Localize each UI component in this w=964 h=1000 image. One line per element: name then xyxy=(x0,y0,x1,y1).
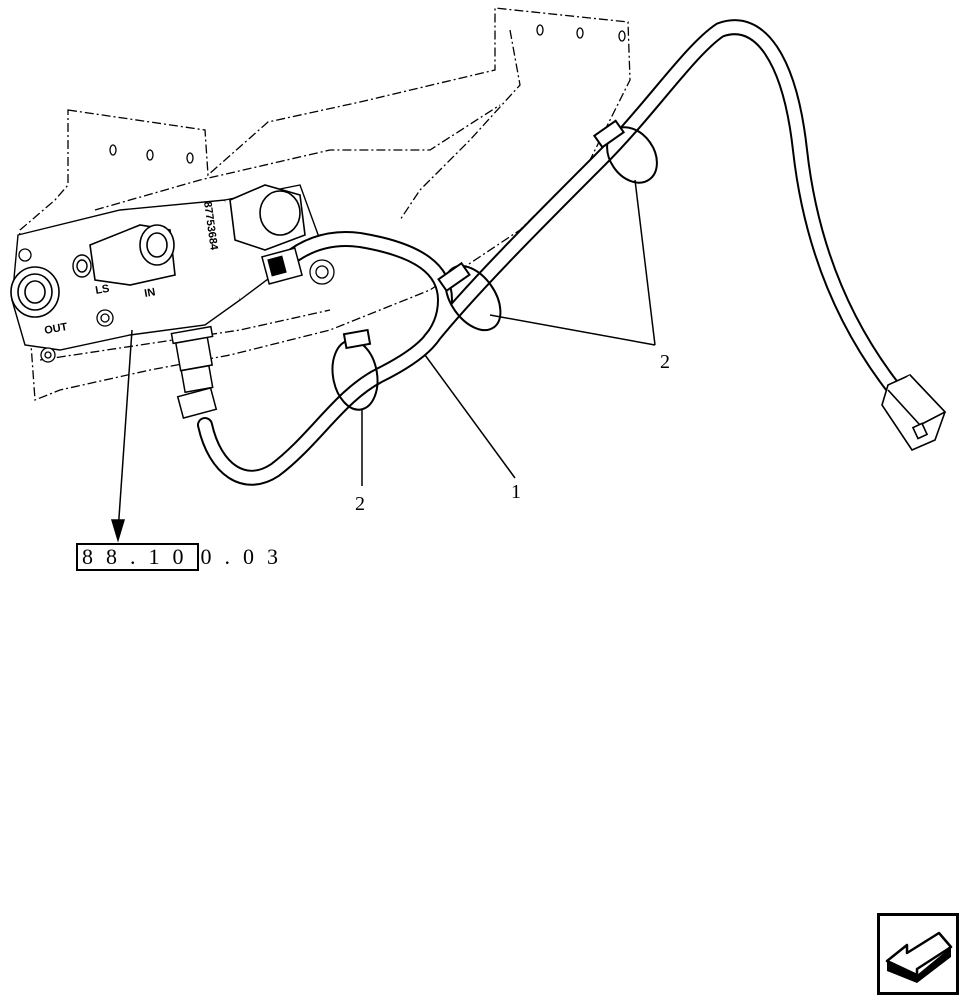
callout-clip-upper: 2 xyxy=(660,351,670,373)
in-port-fitting xyxy=(89,224,176,286)
sensor-connector-lower xyxy=(170,325,218,419)
harness-core xyxy=(199,21,901,484)
sensor-connector-upper xyxy=(261,247,303,285)
wiring-harness xyxy=(197,19,903,486)
clip-middle xyxy=(437,261,502,332)
callout-harness: 1 xyxy=(511,481,521,503)
mounting-plate xyxy=(14,7,631,401)
valve-bolts xyxy=(18,248,335,363)
out-port-label: OUT xyxy=(43,321,68,337)
clip-upper xyxy=(592,119,658,184)
section-reference-rest: 0.03 xyxy=(200,544,291,569)
upper-fitting xyxy=(229,184,306,251)
clip-lower xyxy=(331,328,379,411)
back-arrow-icon[interactable] xyxy=(877,913,959,995)
harness-end-connector xyxy=(881,374,947,452)
out-port-fitting xyxy=(10,266,60,318)
section-reference-boxed: 88.10 xyxy=(76,543,199,571)
leader-lines xyxy=(110,179,656,543)
callout-clip-lower: 2 xyxy=(355,493,365,515)
in-port-label: IN xyxy=(143,286,156,300)
ls-port-fitting xyxy=(72,254,92,278)
plate-holes xyxy=(109,24,626,164)
ls-port-label: LS xyxy=(94,283,110,297)
